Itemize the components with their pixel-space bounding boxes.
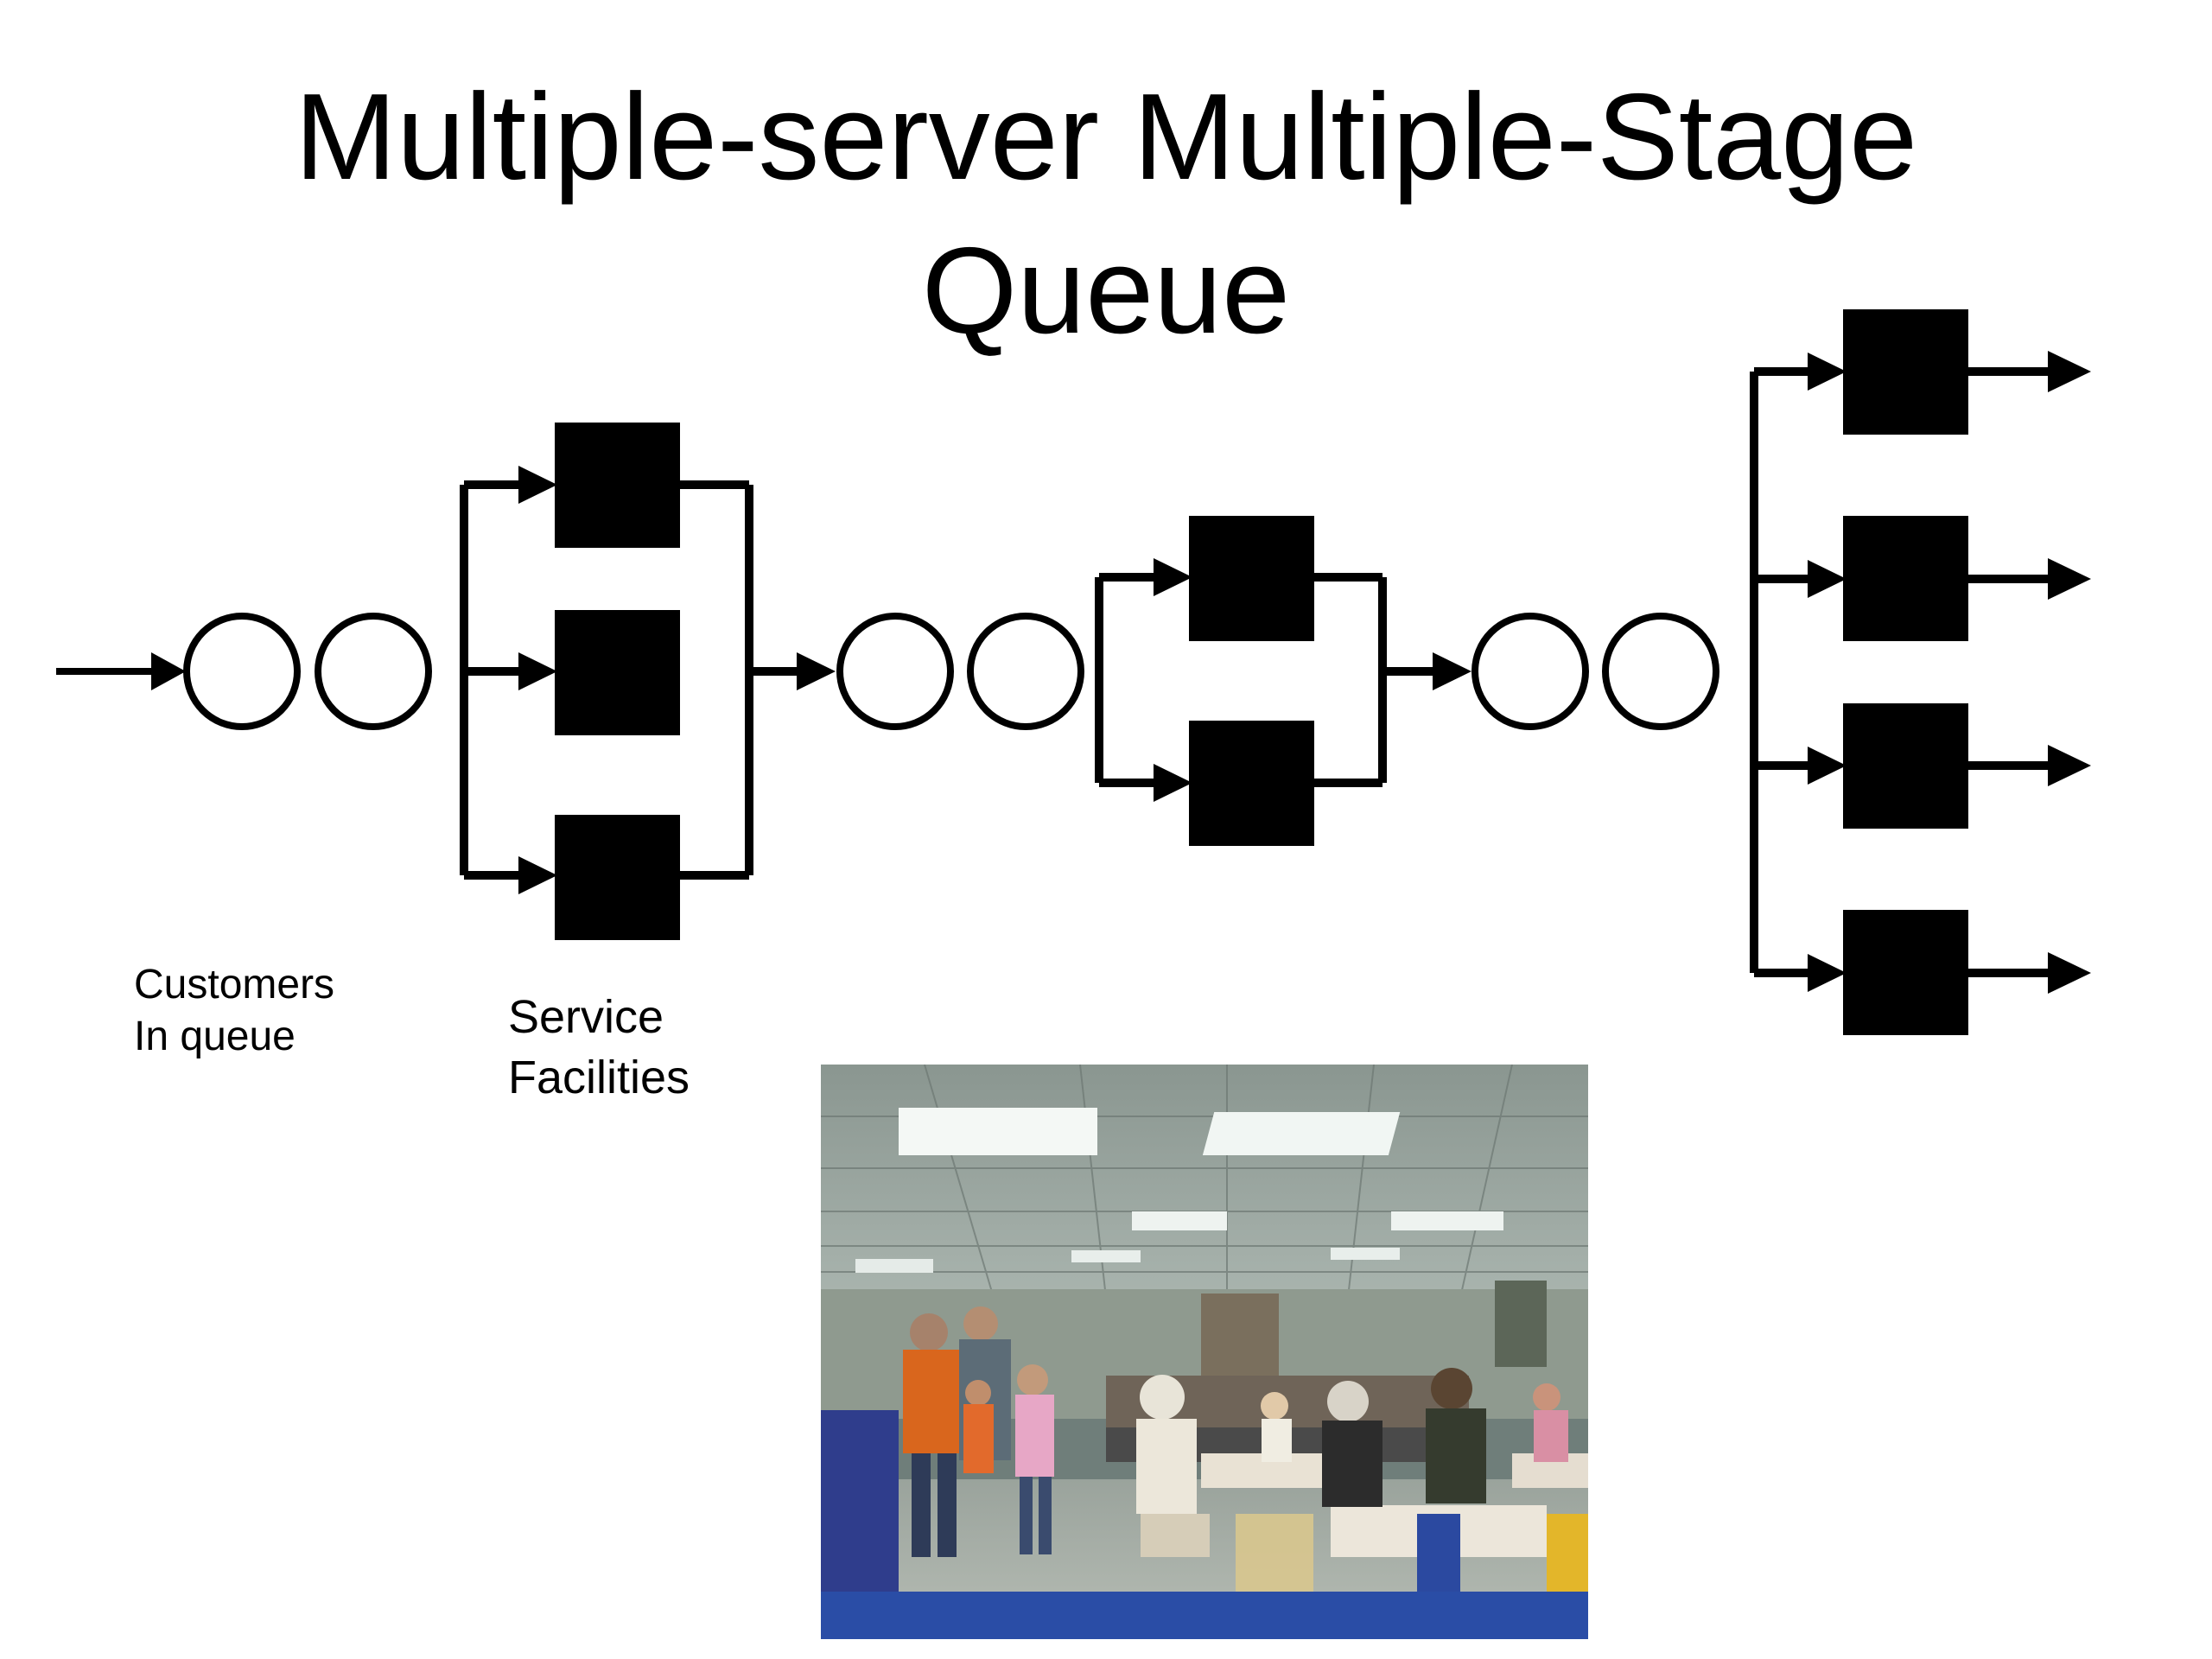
stage-2-arrowhead-1 — [1154, 558, 1192, 596]
stage-1-server-3 — [555, 815, 680, 940]
stage-1-arrowhead-2 — [518, 652, 557, 690]
customers-label-line-2: In queue — [134, 1014, 296, 1059]
exit-arrowhead-4 — [2048, 952, 2091, 994]
service-facilities-label: Service Facilities — [508, 987, 690, 1108]
stage-1-server-1 — [555, 423, 680, 548]
stage-2-splitter — [1095, 573, 1162, 787]
service-label-line-1: Service — [508, 991, 664, 1043]
stage-1-server-2 — [555, 610, 680, 735]
stage-3-customer-1 — [1471, 613, 1589, 730]
service-label-line-2: Facilities — [508, 1052, 690, 1103]
stage-1-arrowhead-3 — [518, 856, 557, 894]
stage-3-server-2 — [1843, 516, 1968, 641]
stage-2-merger — [1314, 573, 1443, 787]
stage-1-merger — [680, 480, 808, 880]
slide-title-line-1: Multiple-server Multiple-Stage — [294, 68, 1918, 206]
slide-title-line-2: Queue — [921, 222, 1291, 359]
cafeteria-photo-illustration — [821, 1065, 1588, 1639]
stage-3-server-4 — [1843, 910, 1968, 1035]
stage-2-arrowhead-2 — [1154, 764, 1192, 802]
stage-3-arrowhead-4 — [1808, 954, 1847, 992]
customers-in-queue-label: Customers In queue — [134, 959, 334, 1063]
stage-1-arrowhead-1 — [518, 466, 557, 504]
cafeteria-queue-photo — [821, 1065, 1588, 1639]
stage-3-arrowhead-1 — [1808, 353, 1847, 391]
stage-3-exits — [1968, 367, 2056, 977]
exit-arrowhead-2 — [2048, 558, 2091, 600]
exit-arrowhead-3 — [2048, 745, 2091, 786]
customers-label-line-1: Customers — [134, 962, 335, 1007]
stage-3-arrowhead-2 — [1808, 560, 1847, 598]
stage-3-server-3 — [1843, 703, 1968, 829]
slide-title: Multiple-server Multiple-Stage Queue — [0, 60, 2212, 368]
stage-1-exit-arrowhead — [797, 652, 836, 690]
stage-2-customer-2 — [967, 613, 1084, 730]
exit-arrowhead-1 — [2048, 351, 2091, 392]
stage-2-server-2 — [1189, 721, 1314, 846]
stage-3-splitter — [1750, 367, 1816, 977]
stage-3-server-1 — [1843, 309, 1968, 435]
stage-1-splitter — [460, 480, 527, 880]
stage-1-customer-2 — [315, 613, 432, 730]
stage-1-customer-1 — [183, 613, 301, 730]
stage-3-arrowhead-3 — [1808, 747, 1847, 785]
stage-2-exit-arrowhead — [1433, 652, 1471, 690]
stage-3-customer-2 — [1602, 613, 1719, 730]
entry-arrow-head — [151, 652, 186, 690]
stage-2-customer-1 — [836, 613, 954, 730]
stage-2-server-1 — [1189, 516, 1314, 641]
